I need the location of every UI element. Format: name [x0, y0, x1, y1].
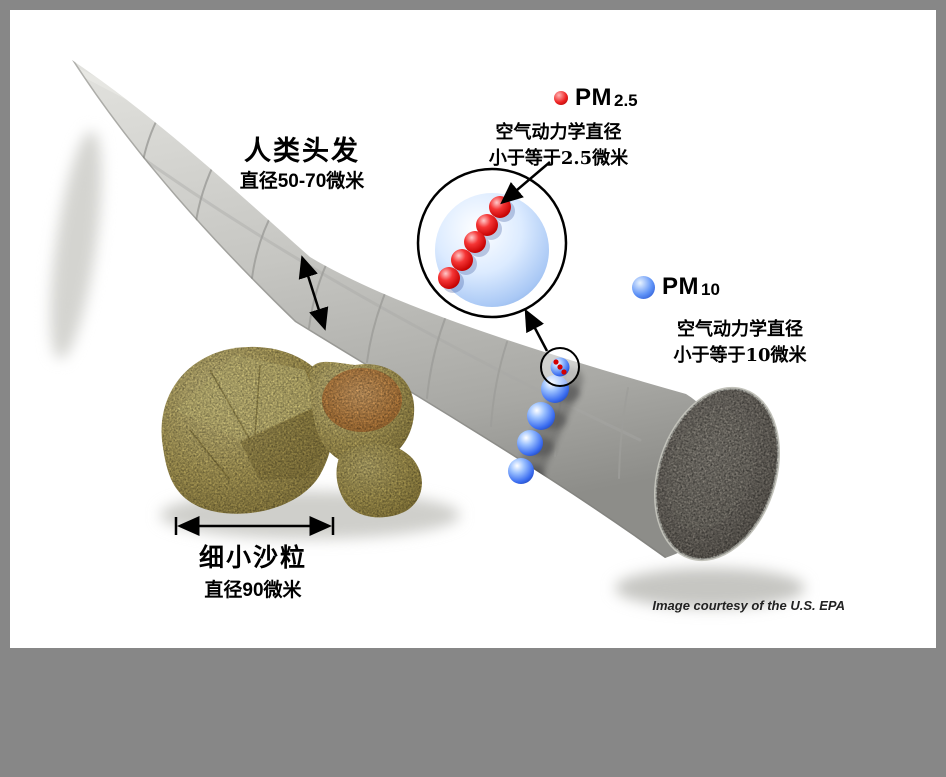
hair-title: 人类头发	[244, 136, 360, 166]
pm25-prefix: PM	[575, 84, 612, 111]
hair-endcap	[653, 386, 781, 562]
hair-subtitle: 直径50-70微米	[239, 171, 365, 192]
diagram-canvas: 人类头发 直径50-70微米 PM 2.5 空气动力学直径 小于等于2.5微米 …	[10, 10, 936, 648]
pm10-desc-line2: 小于等于10微米	[673, 345, 807, 366]
pm10-chain	[508, 375, 580, 484]
pm10-size: 10	[701, 280, 720, 299]
pm25-desc-line2: 小于等于2.5微米	[488, 148, 629, 169]
pm10-description: 空气动力学直径 小于等于10微米	[640, 317, 840, 369]
sand-title: 细小沙粒	[198, 544, 307, 572]
pm25-desc-line1: 空气动力学直径	[495, 122, 622, 143]
pm25-dot-icon	[554, 91, 568, 105]
sand-label: 细小沙粒 直径90微米	[153, 544, 353, 603]
pm25-legend: PM 2.5	[554, 84, 638, 112]
sand-subtitle: 直径90微米	[204, 580, 302, 601]
pm25-size: 2.5	[614, 91, 638, 110]
pm10-desc-line1: 空气动力学直径	[677, 319, 803, 340]
pm25-pointer-arrow-icon	[500, 161, 551, 205]
pm10-prefix: PM	[662, 273, 699, 300]
pm-source-circle	[540, 347, 580, 387]
diagram-art	[50, 60, 805, 608]
hair-label: 人类头发 直径50-70微米	[202, 136, 402, 195]
hair-diameter-arrow-icon	[298, 255, 329, 331]
sand-grains	[161, 346, 422, 518]
pm10-legend: PM 10	[632, 273, 720, 301]
pm25-chain	[438, 196, 511, 289]
sand-measure-arrow-icon	[174, 516, 335, 536]
pm10-dot-icon	[632, 275, 655, 299]
magnifier-circle	[416, 167, 568, 319]
pm25-description: 空气动力学直径 小于等于2.5微米	[461, 120, 656, 172]
magnify-arrow-icon	[524, 308, 549, 352]
image-credit: Image courtesy of the U.S. EPA	[652, 598, 845, 613]
